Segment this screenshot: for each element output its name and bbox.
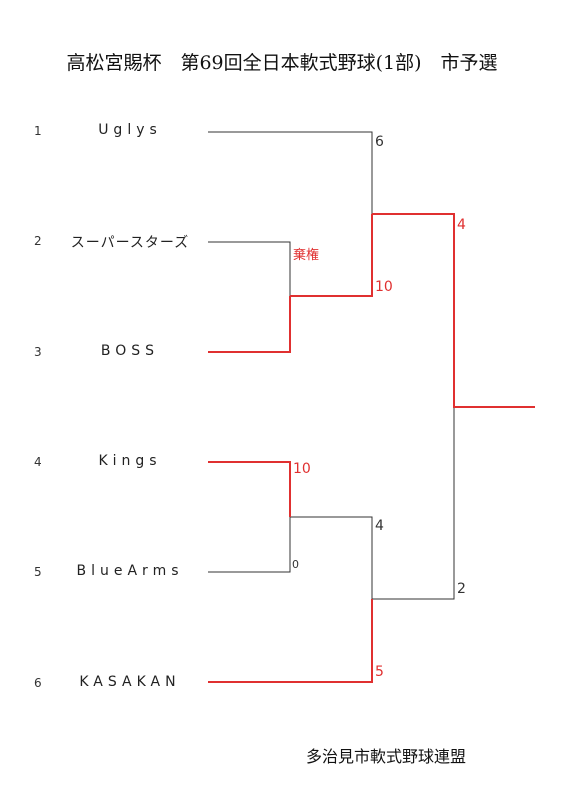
- bracket-line-final-lower: [372, 407, 455, 600]
- bracket-line-superstars: [208, 241, 291, 296]
- team-seed-2: 2: [34, 234, 42, 248]
- score-sf-top-upper: 6: [375, 134, 384, 150]
- score-r1-top-upper: 棄権: [293, 248, 320, 263]
- bracket-line-bluearms: [208, 517, 291, 573]
- team-name-kings: Kings: [98, 453, 162, 469]
- bracket-line-boss-final: [372, 213, 535, 408]
- bracket-line-kings-r1: [208, 461, 291, 517]
- team-seed-6: 6: [34, 676, 42, 690]
- team-name-bluearms: BlueArms: [76, 563, 184, 579]
- team-name-boss: BOSS: [100, 343, 160, 359]
- team-seed-5: 5: [34, 565, 42, 579]
- team-seed-4: 4: [34, 455, 42, 469]
- score-r1-bottom-upper: 10: [293, 461, 311, 477]
- score-final-upper: 4: [457, 217, 466, 233]
- score-r1-bottom-lower: 0: [292, 558, 299, 571]
- score-sf-bottom-upper: 4: [375, 518, 384, 534]
- score-final-lower: 2: [457, 581, 466, 597]
- team-name-uglys: Uglys: [98, 122, 162, 138]
- score-sf-top-lower: 10: [375, 279, 393, 295]
- bracket-line-boss-r1: [208, 296, 291, 353]
- bracket-line-kings-sf: [290, 516, 373, 599]
- bracket-line-boss-sf: [290, 214, 373, 297]
- page-title: 高松宮賜杯 第69回全日本軟式野球(1部) 市予選: [66, 52, 498, 74]
- organizer-footer: 多治見市軟式野球連盟: [306, 747, 467, 766]
- team-seed-1: 1: [34, 124, 42, 138]
- score-sf-bottom-lower: 5: [375, 664, 384, 680]
- team-name-kasakan: KASAKAN: [79, 674, 181, 690]
- bracket-line-uglys: [208, 131, 373, 214]
- team-name-superstars: スーパースターズ: [70, 235, 190, 251]
- team-seed-3: 3: [34, 345, 42, 359]
- bracket-line-kasakan-sf: [208, 599, 373, 683]
